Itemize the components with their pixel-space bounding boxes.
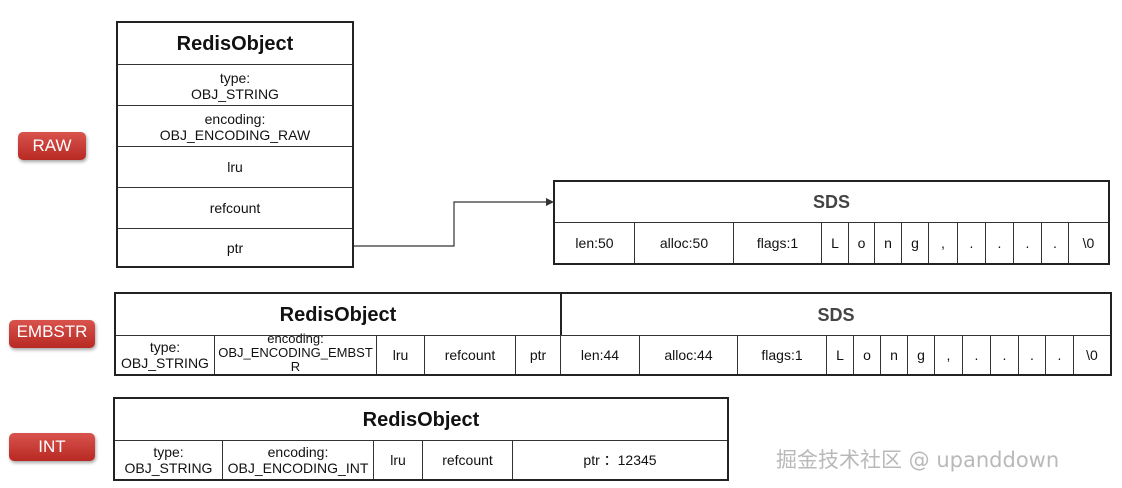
embstr-sds-char: . [1030, 347, 1034, 363]
raw-sds: SDS len:50 alloc:50 flags:1 L o n g , . … [553, 180, 1110, 265]
raw-lru-cell: lru [227, 159, 243, 175]
embstr-ptr-cell: ptr [529, 347, 547, 363]
embstr-sds-char: o [863, 347, 871, 363]
raw-ptr-cell: ptr [226, 239, 244, 256]
int-redisobject: RedisObject type: OBJ_STRING encoding: O… [113, 397, 729, 481]
int-type-cell: type: OBJ_STRING [124, 444, 213, 476]
embstr-sds-char: . [1057, 347, 1062, 363]
int-refcount-cell: refcount [442, 452, 493, 468]
embstr-label: EMBSTR [9, 320, 95, 348]
raw-label: RAW [18, 132, 86, 160]
raw-sds-char: g [911, 235, 919, 251]
embstr-sds-char: . [974, 347, 979, 363]
raw-refcount-cell: refcount [209, 200, 261, 216]
embstr-lru-cell: lru [392, 347, 409, 363]
raw-sds-char: . [997, 235, 1002, 251]
embstr-sds-char: \0 [1086, 347, 1098, 363]
raw-sds-char: . [1025, 235, 1030, 251]
watermark: 掘金技术社区 @ upanddown [776, 448, 1060, 472]
embstr-sds-char: g [917, 347, 925, 363]
raw-sds-len: len:50 [575, 235, 614, 251]
embstr-sds-title: SDS [817, 304, 855, 325]
raw-redisobject-title: RedisObject [176, 32, 294, 55]
embstr-redisobject-title: RedisObject [279, 303, 397, 326]
int-encoding-cell: encoding: OBJ_ENCODING_INT [227, 444, 369, 476]
raw-sds-char: n [884, 235, 892, 251]
raw-redisobject: RedisObject type: OBJ_STRING encoding: O… [116, 21, 354, 268]
raw-sds-char: . [1053, 235, 1057, 251]
embstr-sds-flags: flags:1 [761, 347, 803, 363]
raw-encoding-cell: encoding: OBJ_ENCODING_RAW [159, 110, 311, 143]
embstr-sds-len: len:44 [580, 347, 620, 363]
embstr-type-cell: type: OBJ_STRING [121, 339, 209, 371]
raw-sds-title: SDS [812, 192, 850, 212]
raw-sds-char: . [969, 235, 974, 251]
embstr-sds-alloc: alloc:44 [664, 347, 713, 363]
embstr-encoding-cell: encoding: OBJ_ENCODING_EMBSTR [218, 331, 373, 374]
raw-sds-flags: flags:1 [756, 235, 799, 251]
raw-type-cell: type: OBJ_STRING [191, 69, 279, 102]
raw-sds-char: , [941, 235, 945, 251]
raw-sds-alloc: alloc:50 [659, 235, 709, 251]
embstr-block: RedisObject SDS type: OBJ_STRING encodin… [114, 292, 1112, 376]
embstr-sds-char: , [946, 347, 951, 363]
embstr-sds-char: n [890, 347, 898, 363]
raw-sds-char: \0 [1082, 235, 1095, 251]
raw-sds-char: o [857, 235, 866, 251]
int-lru-cell: lru [390, 452, 406, 468]
int-redisobject-title: RedisObject [362, 408, 480, 431]
embstr-sds-char: . [1002, 347, 1007, 363]
raw-sds-char: L [831, 235, 839, 251]
embstr-refcount-cell: refcount [444, 347, 496, 363]
int-label: INT [9, 433, 95, 461]
int-ptr-cell: ptr ：12345 [583, 452, 657, 468]
embstr-sds-char: L [836, 347, 844, 363]
